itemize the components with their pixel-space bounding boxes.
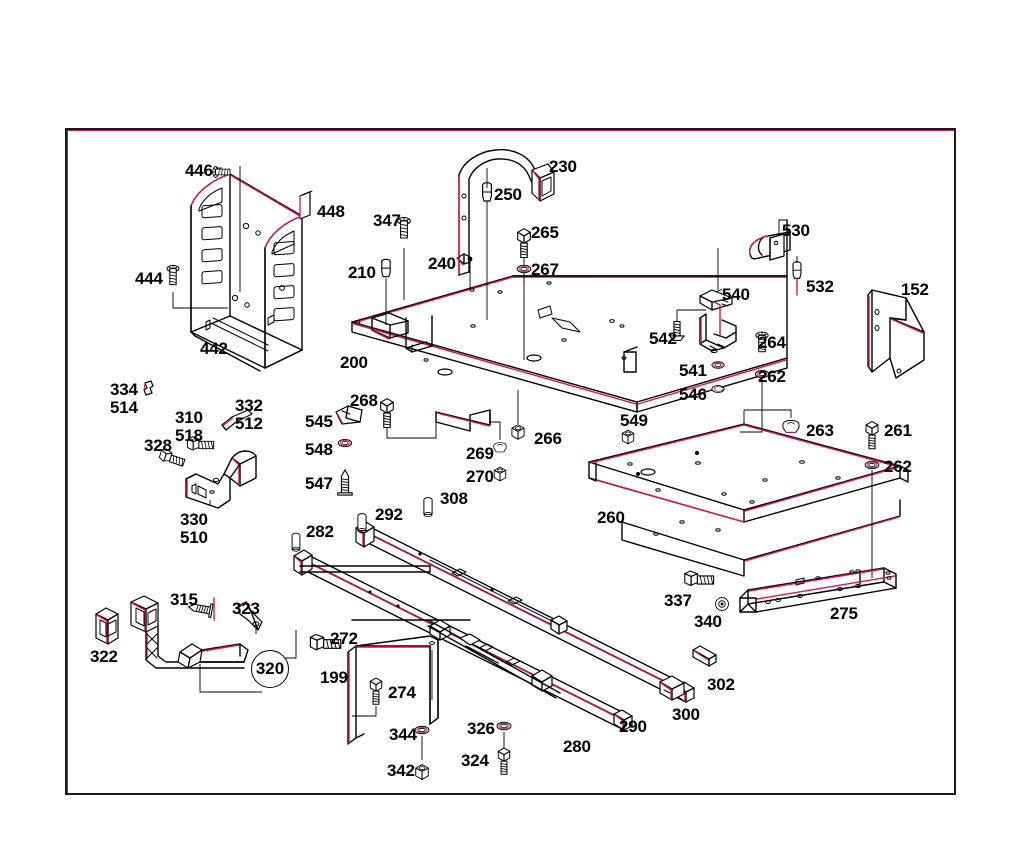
part-label-532: 532 (806, 277, 834, 296)
part-label-323: 323 (232, 599, 260, 618)
part-label-308: 308 (440, 489, 468, 508)
part-label-442: 442 (200, 339, 228, 358)
part-label-292: 292 (375, 505, 403, 524)
part-label-152: 152 (901, 280, 929, 299)
part-label-300: 300 (672, 705, 700, 724)
part-label-250: 250 (494, 185, 522, 204)
part-label-302: 302 (707, 675, 735, 694)
part-label-272: 272 (330, 629, 358, 648)
part-label-342: 342 (387, 761, 415, 780)
part-label-347: 347 (373, 211, 401, 230)
part-label-267: 267 (531, 260, 559, 279)
part-label-265: 265 (531, 223, 559, 242)
part-label-326: 326 (467, 719, 495, 738)
part-label-332: 332 512 (235, 396, 263, 433)
part-label-261: 261 (884, 421, 912, 440)
part-label-210: 210 (348, 263, 376, 282)
part-label-266: 266 (534, 429, 562, 448)
part-label-262a: 262 (758, 367, 786, 386)
part-label-263: 263 (806, 421, 834, 440)
part-label-270: 270 (466, 467, 494, 486)
part-label-230: 230 (549, 157, 577, 176)
part-label-269: 269 (466, 444, 494, 463)
part-label-548: 548 (305, 440, 333, 459)
part-label-530: 530 (782, 221, 810, 240)
part-label-546: 546 (679, 385, 707, 404)
part-label-275: 275 (830, 604, 858, 623)
part-label-444: 444 (135, 269, 163, 288)
part-label-547: 547 (305, 474, 333, 493)
balloon-callout-320: 320 (251, 650, 289, 688)
part-label-274: 274 (388, 683, 416, 702)
part-label-446: 446 (185, 161, 213, 180)
part-label-310: 310 518 (175, 408, 203, 445)
part-label-344: 344 (389, 725, 417, 744)
part-label-330: 330 510 (180, 510, 208, 547)
part-label-340: 340 (694, 612, 722, 631)
part-label-549: 549 (620, 411, 648, 430)
part-label-322: 322 (90, 647, 118, 666)
part-label-262b: 262 (884, 457, 912, 476)
part-label-324: 324 (461, 751, 489, 770)
part-label-541: 541 (679, 361, 707, 380)
part-label-545: 545 (305, 412, 333, 431)
part-label-337: 337 (664, 591, 692, 610)
part-label-290: 290 (619, 717, 647, 736)
part-label-280: 280 (563, 737, 591, 756)
part-label-264: 264 (758, 333, 786, 352)
diagram-border-frame (65, 128, 956, 795)
part-label-282: 282 (306, 522, 334, 541)
part-label-240: 240 (428, 254, 456, 273)
part-label-199: 199 (320, 668, 348, 687)
part-label-200: 200 (340, 353, 368, 372)
part-label-315: 315 (170, 590, 198, 609)
part-label-334: 334 514 (110, 380, 138, 417)
part-label-542: 542 (649, 329, 677, 348)
part-label-268: 268 (350, 391, 378, 410)
part-label-260: 260 (597, 508, 625, 527)
part-label-540: 540 (722, 285, 750, 304)
part-label-448: 448 (317, 202, 345, 221)
part-label-328: 328 (144, 436, 172, 455)
